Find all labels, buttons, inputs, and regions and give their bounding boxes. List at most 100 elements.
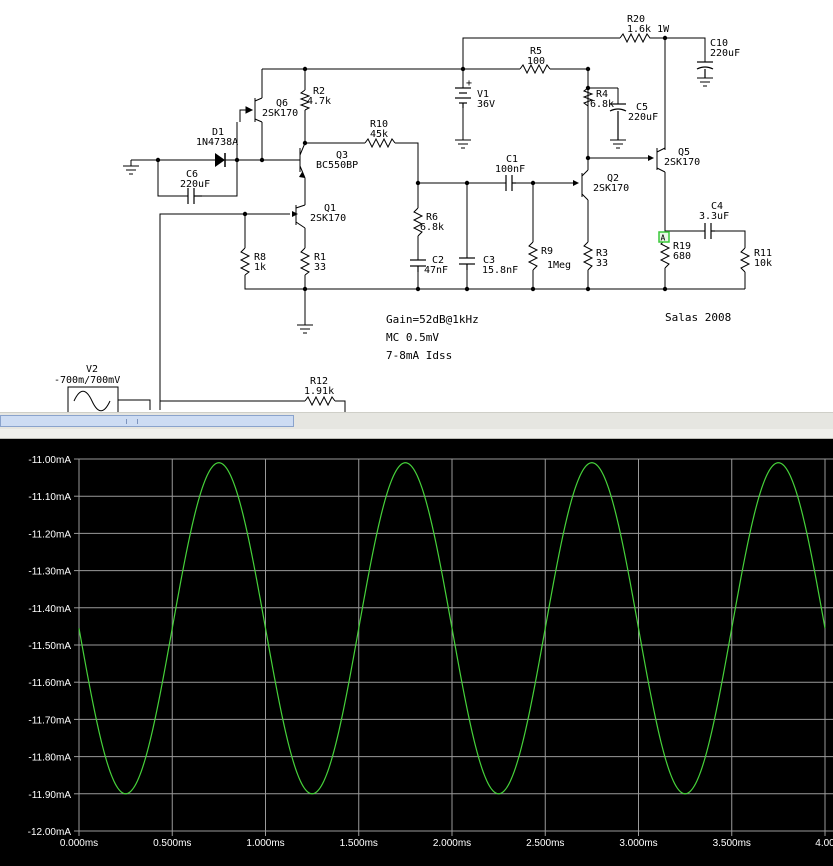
- r6-ref: R6: [426, 212, 438, 223]
- q3-value: BC550BP: [316, 160, 358, 171]
- r12-value: 1.91k: [304, 386, 334, 397]
- c4-ref: C4: [711, 201, 723, 212]
- x-tick-label: 3.000ms: [619, 838, 657, 849]
- svg-text:+: +: [466, 78, 472, 89]
- q3-ref: Q3: [336, 150, 348, 161]
- r11-ref: R11: [754, 248, 772, 259]
- c2-ref: C2: [432, 255, 444, 266]
- q2-value: 2SK170: [593, 183, 629, 194]
- credit-text: Salas 2008: [665, 311, 731, 324]
- jfet-q5-arrow: [648, 155, 654, 161]
- r20-ref: R20: [627, 14, 645, 25]
- resistor-symbols: [239, 32, 751, 407]
- x-tick-label: 1.500ms: [340, 838, 378, 849]
- x-tick-label: 2.000ms: [433, 838, 471, 849]
- horizontal-scrollbar[interactable]: [0, 412, 833, 430]
- q2-ref: Q2: [607, 173, 619, 184]
- r3-value: 33: [596, 258, 608, 269]
- r2-value: 4.7k: [307, 96, 331, 107]
- q5-value: 2SK170: [664, 157, 700, 168]
- r4-ref: R4: [596, 89, 608, 100]
- x-tick-label: 0.000ms: [60, 838, 98, 849]
- q6-ref: Q6: [276, 98, 288, 109]
- d1-value: 1N4738A: [196, 137, 238, 148]
- v1-ref: V1: [477, 89, 489, 100]
- r19-ref: R19: [673, 241, 691, 252]
- r12-ref: R12: [310, 376, 328, 387]
- r1-ref: R1: [314, 252, 326, 263]
- r2-ref: R2: [313, 86, 325, 97]
- chart-grid: [74, 458, 833, 836]
- r10-value: 45k: [370, 129, 388, 140]
- jfet-q2-arrow: [573, 180, 579, 186]
- y-tick-label: -11.70mA: [28, 715, 71, 726]
- r6-value: 6.8k: [420, 222, 444, 233]
- q1-value: 2SK170: [310, 213, 346, 224]
- d1-ref: D1: [212, 127, 224, 138]
- y-tick-label: -11.10mA: [28, 492, 71, 503]
- probe-marker[interactable]: [658, 231, 670, 243]
- c3-ref: C3: [483, 255, 495, 266]
- y-tick-label: -11.00mA: [28, 455, 71, 466]
- waveform-chart[interactable]: -11.00mA-11.10mA-11.20mA-11.30mA-11.40mA…: [0, 439, 833, 862]
- r5-value: 100: [527, 56, 545, 67]
- y-tick-label: -12.00mA: [28, 827, 72, 838]
- c3-value: 15.8nF: [482, 265, 518, 276]
- v2-ref: V2: [86, 364, 98, 375]
- diode-d1-symbol: [205, 153, 226, 167]
- y-tick-label: -11.30mA: [28, 567, 71, 578]
- x-tick-label: 0.500ms: [153, 838, 191, 849]
- c10-ref: C10: [710, 38, 728, 49]
- oscilloscope-panel: -11.00mA-11.10mA-11.20mA-11.30mA-11.40mA…: [0, 439, 833, 862]
- c2-value: 47nF: [424, 265, 448, 276]
- y-tick-label: -11.50mA: [28, 641, 71, 652]
- y-tick-labels: -11.00mA-11.10mA-11.20mA-11.30mA-11.40mA…: [28, 455, 72, 838]
- y-tick-label: -11.20mA: [28, 529, 71, 540]
- pane-splitter[interactable]: [0, 429, 833, 439]
- x-tick-label: 3.500ms: [713, 838, 751, 849]
- r4-value: 6.8k: [590, 99, 614, 110]
- probe-label: A: [661, 234, 666, 243]
- r8-value: 1k: [254, 262, 266, 273]
- c10-value: 220uF: [710, 48, 740, 59]
- capacitor-symbols: [187, 61, 715, 272]
- signal-source-v2[interactable]: [67, 386, 119, 412]
- r19-value: 680: [673, 251, 691, 262]
- q5-ref: Q5: [678, 147, 690, 158]
- x-tick-label: 2.500ms: [526, 838, 564, 849]
- y-tick-label: -11.60mA: [28, 678, 71, 689]
- y-tick-label: -11.80mA: [28, 753, 71, 764]
- r11-value: 10k: [754, 258, 772, 269]
- c1-value: 100nF: [495, 164, 525, 175]
- x-tick-label: 4.00: [815, 838, 833, 849]
- q6-value: 2SK170: [262, 108, 298, 119]
- q1-ref: Q1: [324, 203, 336, 214]
- scrollbar-thumb[interactable]: [0, 415, 294, 427]
- battery-v1-symbol: [455, 87, 471, 108]
- r9-ref: R9: [541, 246, 553, 257]
- c5-ref: C5: [636, 102, 648, 113]
- scrollbar-grip-icon: [126, 419, 138, 424]
- r3-ref: R3: [596, 248, 608, 259]
- c6-ref: C6: [186, 169, 198, 180]
- junction-dots: [155, 35, 668, 292]
- c6-value: 220uF: [180, 179, 210, 190]
- v2-value: -700m/700mV: [54, 375, 120, 386]
- jfet-q1-arrow: [292, 211, 298, 217]
- r5-ref: R5: [530, 46, 542, 57]
- r10-ref: R10: [370, 119, 388, 130]
- schematic-canvas[interactable]: + A R20 1.6: [0, 0, 833, 412]
- schematic-wires: [118, 37, 746, 412]
- current-trace: [78, 462, 826, 795]
- c5-value: 220uF: [628, 112, 658, 123]
- note-input-level: MC 0.5mV: [386, 331, 439, 344]
- r20-value: 1.6k 1W: [627, 24, 670, 35]
- jfet-q6-symbol: [245, 97, 263, 123]
- r9-value: 1Meg: [547, 260, 571, 271]
- bjt-q3-arrow: [299, 172, 305, 178]
- x-tick-labels: 0.000ms 0.500ms 1.000ms 1.500ms 2.000ms 2.500…: [60, 838, 833, 849]
- c1-ref: C1: [506, 154, 518, 165]
- r8-ref: R8: [254, 252, 266, 263]
- x-tick-label: 1.000ms: [246, 838, 284, 849]
- y-tick-label: -11.90mA: [28, 790, 71, 801]
